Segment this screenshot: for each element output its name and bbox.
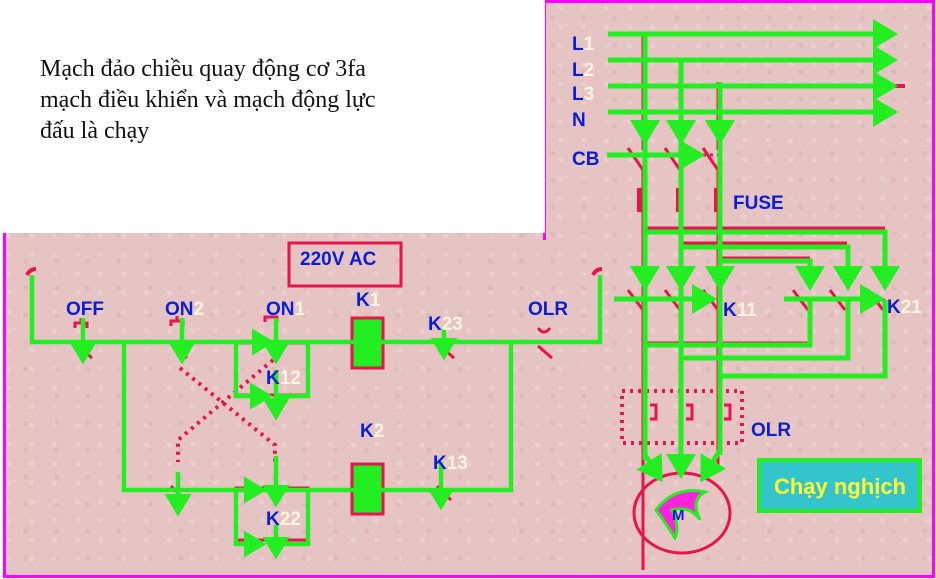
k1-coil-label: K1 — [356, 290, 381, 311]
description-line-2: mạch điều khiển và mạch động lực — [40, 87, 376, 113]
k12-contact-label: K12 — [266, 368, 301, 389]
supply-box — [287, 241, 403, 288]
motor-label: M — [672, 507, 685, 524]
control-frame — [3, 230, 935, 578]
supply-label: 220V AC — [300, 249, 377, 270]
power-circuit: L1 L2 L3 N CB FUSE K11 K21 OLR M — [572, 19, 922, 570]
k23-contact-label: K23 — [428, 314, 463, 335]
line-label-l2: L2 — [572, 60, 594, 81]
control-current-flow — [29, 275, 603, 560]
line-label-n: N — [572, 110, 586, 131]
cb-label: CB — [572, 149, 599, 170]
description-text: Mạch đảo chiều quay động cơ 3fa mạch điề… — [40, 54, 376, 147]
fuse-label: FUSE — [733, 193, 784, 214]
on2-button-label: ON2 — [165, 299, 204, 320]
status-badge: Chạy nghịch — [757, 458, 922, 513]
status-badge-label: Chạy nghịch — [774, 474, 906, 499]
k22-contact-label: K22 — [266, 509, 301, 530]
k2-coil-label: K2 — [360, 421, 384, 442]
k13-contact-label: K13 — [433, 453, 468, 474]
off-button-label: OFF — [66, 299, 104, 320]
on1-button-label: ON1 — [266, 299, 306, 320]
line-label-l3: L3 — [572, 84, 594, 105]
line-label-l1: L1 — [572, 34, 595, 55]
description-line-3: đấu là chạy — [40, 118, 150, 144]
olr-contact-label: OLR — [528, 299, 568, 320]
olr-power-label: OLR — [751, 420, 791, 441]
description-line-1: Mạch đảo chiều quay động cơ 3fa — [40, 56, 366, 82]
power-current-flow — [607, 19, 900, 483]
description-note: Mạch đảo chiều quay động cơ 3fa mạch điề… — [0, 0, 545, 233]
k11-label: K11 — [723, 300, 757, 321]
control-circuit: 220V AC — [25, 241, 603, 560]
control-wiring — [25, 267, 603, 542]
k21-label: K21 — [887, 297, 922, 318]
